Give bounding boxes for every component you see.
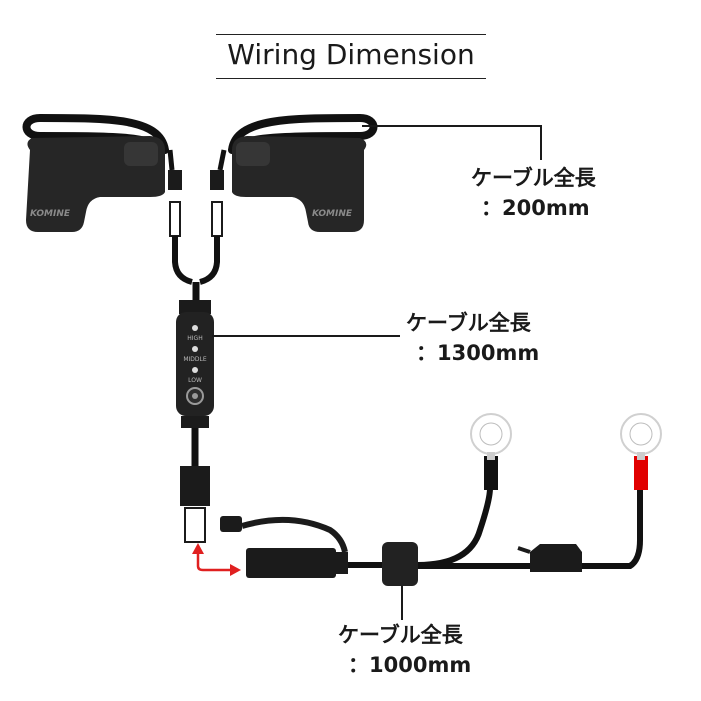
low-indicator	[192, 367, 198, 373]
right-connector-male	[211, 201, 223, 237]
harness-connector	[246, 548, 336, 578]
right-heater-pad: KOMINE	[232, 136, 367, 232]
callout-value: ：200mm	[481, 196, 590, 220]
positive-lead	[418, 490, 643, 569]
connect-arrow-head-up	[192, 543, 204, 554]
leader-line-200	[362, 125, 542, 160]
callout-controller-cable-length: ケーブル全長 ：1300mm	[406, 308, 539, 368]
high-indicator	[192, 325, 198, 331]
callout-glove-cable-length: ケーブル全長 ：200mm	[471, 163, 596, 223]
title-block: Wiring Dimension	[216, 34, 486, 80]
callout-value: ：1300mm	[416, 341, 540, 365]
middle-indicator	[192, 346, 198, 352]
middle-label: MIDDLE	[183, 356, 207, 363]
positive-sleeve	[634, 456, 648, 490]
heat-controller: HIGH MIDDLE LOW	[176, 300, 214, 428]
fuse-holder	[517, 544, 582, 572]
title-rule-bottom	[216, 78, 486, 79]
brand-mark-right: KOMINE	[312, 209, 353, 219]
left-connector-male	[169, 201, 181, 237]
connect-arrow-head-right	[230, 564, 241, 576]
callout-heading: ケーブル全長	[406, 311, 531, 335]
connect-arrow-icon	[196, 552, 232, 572]
low-label: LOW	[188, 377, 202, 384]
cable-clamp	[382, 542, 418, 586]
y-splitter-cable	[172, 236, 220, 285]
main-connector-plug	[184, 507, 206, 543]
right-pigtail	[217, 149, 227, 171]
left-pigtail	[167, 149, 175, 171]
right-connector-female	[210, 170, 224, 190]
high-label: HIGH	[187, 335, 202, 342]
main-connector-housing	[180, 466, 210, 506]
left-connector-female	[168, 170, 182, 190]
harness-cap	[220, 516, 242, 532]
negative-sleeve	[484, 456, 498, 490]
callout-harness-cable-length: ケーブル全長 ：1000mm	[338, 620, 471, 680]
callout-value: ：1000mm	[348, 653, 472, 677]
harness-cap-tether	[241, 516, 348, 553]
title-rule-top	[216, 34, 486, 35]
page-title: Wiring Dimension	[227, 38, 475, 71]
negative-lead	[417, 487, 493, 568]
callout-heading: ケーブル全長	[471, 166, 596, 190]
callout-heading: ケーブル全長	[338, 623, 463, 647]
left-heater-pad: KOMINE	[26, 136, 165, 232]
brand-mark-left: KOMINE	[30, 209, 71, 219]
